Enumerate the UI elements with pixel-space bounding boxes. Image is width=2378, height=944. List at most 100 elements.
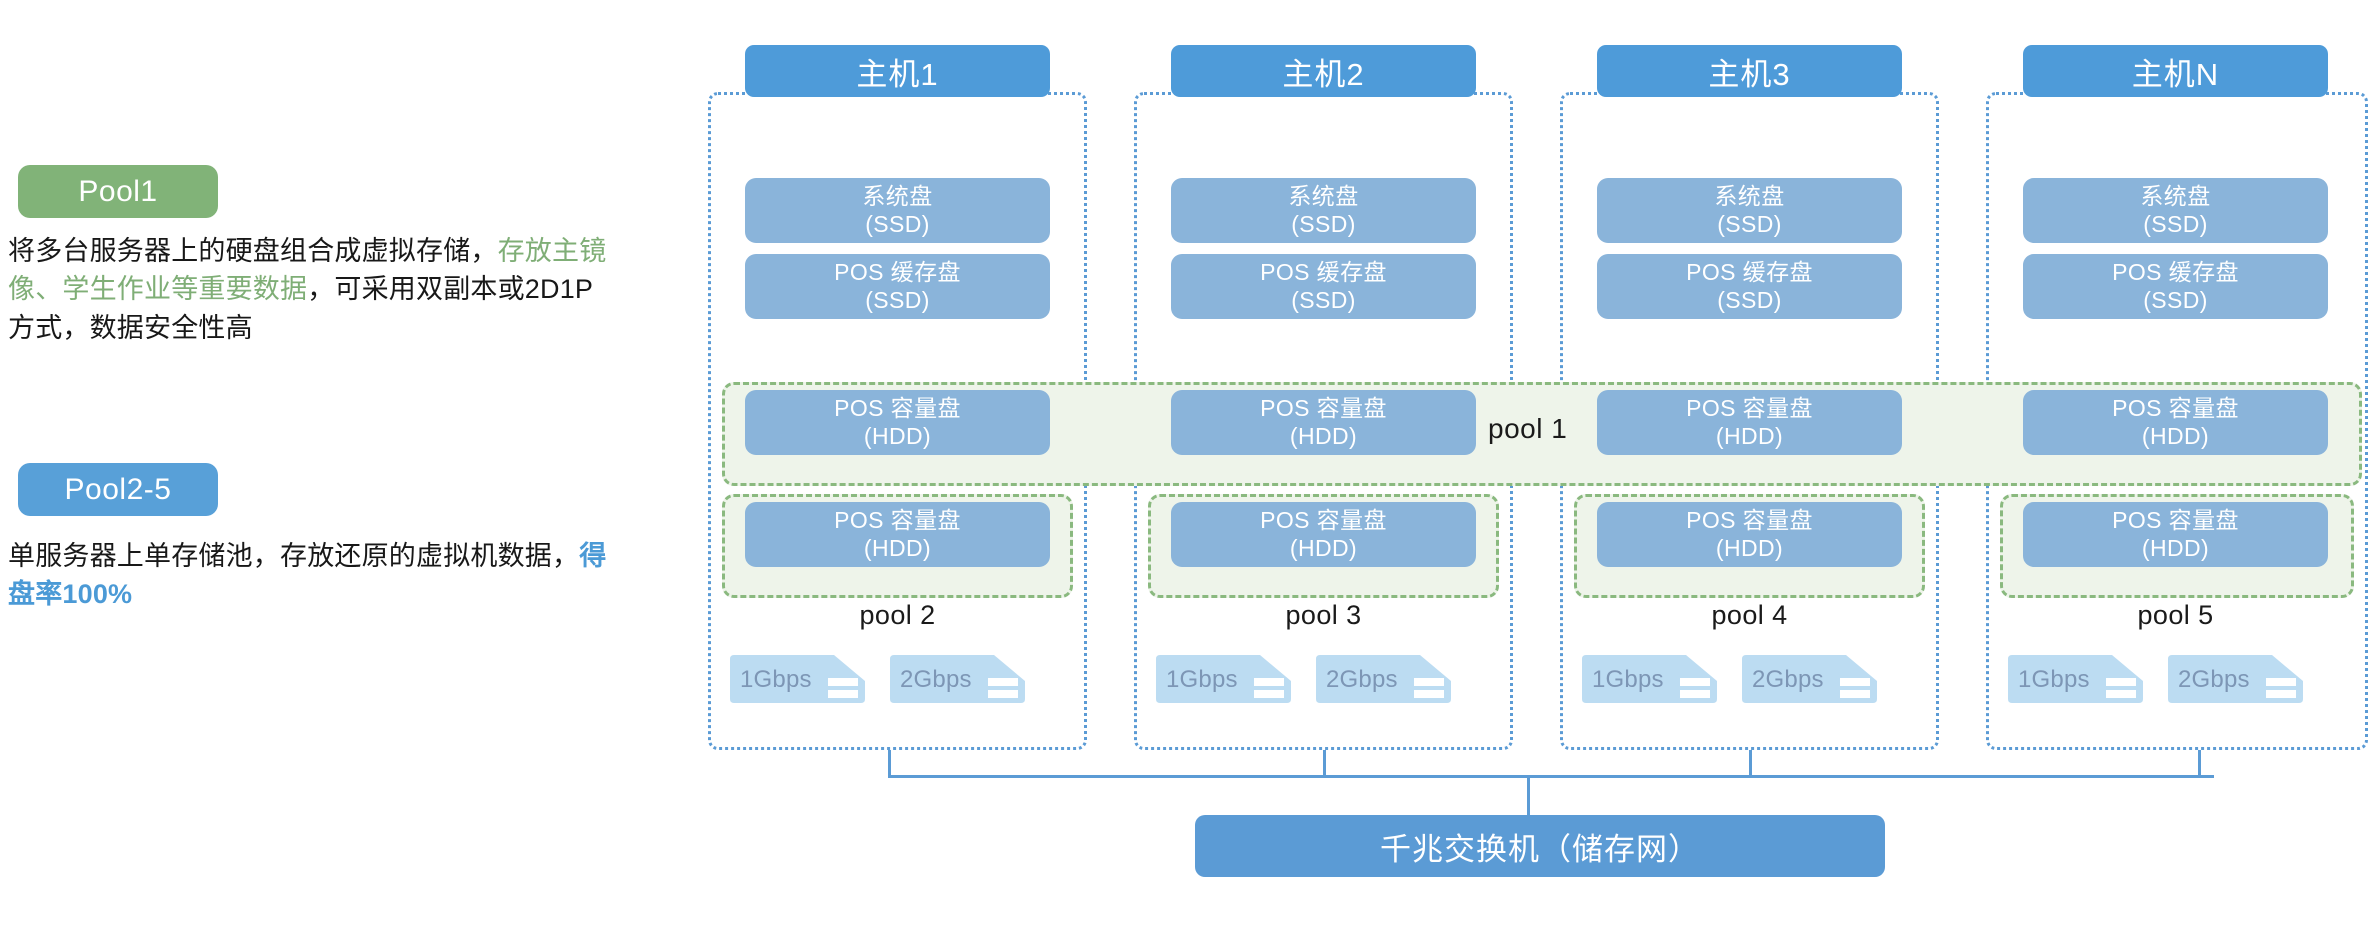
disk-label-line2: (SSD)	[2143, 210, 2208, 237]
host-title-2: 主机2	[1282, 56, 1365, 92]
pool1-badge: Pool1	[18, 165, 218, 218]
host-3-capacity-disk-local[interactable]: POS 容量盘 (HDD)	[1597, 502, 1902, 567]
storage-switch[interactable]: 千兆交换机（储存网）	[1195, 815, 1885, 877]
disk-label-line2: (SSD)	[1717, 286, 1782, 313]
host-3-nic-1[interactable]: 1Gbps	[1582, 655, 1717, 703]
network-card-icon	[890, 655, 1025, 703]
disk-label-line2: (SSD)	[865, 286, 930, 313]
pool-label-host-2: pool 3	[1285, 600, 1362, 630]
host-2-capacity-disk-pool1[interactable]: POS 容量盘 (HDD)	[1171, 390, 1476, 455]
host-4-capacity-disk-pool1[interactable]: POS 容量盘 (HDD)	[2023, 390, 2328, 455]
host-1-bus-drop	[888, 750, 891, 777]
host-1-capacity-disk-pool1[interactable]: POS 容量盘 (HDD)	[745, 390, 1050, 455]
pool1-desc-part2: ，可采用双副本或2D1P方式，数据安全性高	[8, 274, 594, 343]
pool2-5-desc-highlight: 得盘率100%	[8, 541, 607, 610]
disk-label-line2: (SSD)	[865, 210, 930, 237]
pool-label-host-3: pool 4	[1711, 600, 1788, 630]
pool-label-host-4: pool 5	[2137, 600, 2214, 630]
host-1-nic-2[interactable]: 2Gbps	[890, 655, 1025, 703]
disk-label-line1: POS 容量盘	[2112, 506, 2239, 533]
disk-label-line2: (HDD)	[1715, 422, 1784, 449]
host-4-nic-1[interactable]: 1Gbps	[2008, 655, 2143, 703]
disk-label-line2: (SSD)	[2143, 286, 2208, 313]
host-header-3[interactable]: 主机3	[1597, 45, 1902, 97]
host-2-nic-1[interactable]: 1Gbps	[1156, 655, 1291, 703]
host-4-nic-2-label: 2Gbps	[2178, 666, 2250, 693]
host-title-4: 主机N	[2131, 56, 2220, 92]
disk-label-line1: 系统盘	[1288, 182, 1359, 209]
host-3-nic-2[interactable]: 2Gbps	[1742, 655, 1877, 703]
disk-label-line1: POS 容量盘	[2112, 394, 2239, 421]
host-4-capacity-disk-local[interactable]: POS 容量盘 (HDD)	[2023, 502, 2328, 567]
host-3-nic-1-label: 1Gbps	[1592, 666, 1664, 693]
pool2-5-badge: Pool2-5	[18, 463, 218, 516]
network-card-icon	[730, 655, 865, 703]
network-card-icon	[2168, 655, 2303, 703]
disk-label-line1: 系统盘	[862, 182, 933, 209]
pool1-badge-label: Pool1	[78, 174, 158, 208]
host-1-capacity-disk-local[interactable]: POS 容量盘 (HDD)	[745, 502, 1050, 567]
pool2-5-description: 单服务器上单存储池，存放还原的虚拟机数据，得盘率100%	[8, 537, 618, 614]
disk-label-line2: (HDD)	[2141, 422, 2210, 449]
disk-label-line1: POS 缓存盘	[1686, 258, 1813, 285]
host-3-cache-disk[interactable]: POS 缓存盘 (SSD)	[1597, 254, 1902, 319]
host-header-4[interactable]: 主机N	[2023, 45, 2328, 97]
host-1-system-disk[interactable]: 系统盘 (SSD)	[745, 178, 1050, 243]
pool-label-host-1: pool 2	[859, 600, 936, 630]
disk-label-line2: (SSD)	[1717, 210, 1782, 237]
disk-label-line1: POS 容量盘	[1686, 394, 1813, 421]
host-header-1[interactable]: 主机1	[745, 45, 1050, 97]
host-2-cache-disk[interactable]: POS 缓存盘 (SSD)	[1171, 254, 1476, 319]
host-4-system-disk[interactable]: 系统盘 (SSD)	[2023, 178, 2328, 243]
disk-label-line1: POS 缓存盘	[834, 258, 961, 285]
disk-label-line1: 系统盘	[1714, 182, 1785, 209]
disk-label-line2: (HDD)	[1289, 534, 1358, 561]
disk-label-line1: POS 缓存盘	[1260, 258, 1387, 285]
host-3-bus-drop	[1749, 750, 1752, 777]
disk-label-line1: POS 容量盘	[834, 506, 961, 533]
host-title-1: 主机1	[856, 56, 939, 92]
host-2-bus-drop	[1323, 750, 1326, 777]
pool1-description: 将多台服务器上的硬盘组合成虚拟存储，存放主镜像、学生作业等重要数据，可采用双副本…	[8, 232, 618, 347]
pool1-band-label: pool 1	[1488, 413, 1568, 444]
host-header-2[interactable]: 主机2	[1171, 45, 1476, 97]
disk-label-line1: POS 容量盘	[834, 394, 961, 421]
disk-label-line2: (HDD)	[1289, 422, 1358, 449]
disk-label-line2: (SSD)	[1291, 286, 1356, 313]
host-title-3: 主机3	[1708, 56, 1791, 92]
network-card-icon	[2008, 655, 2143, 703]
switch-connector	[1527, 775, 1530, 817]
host-2-capacity-disk-local[interactable]: POS 容量盘 (HDD)	[1171, 502, 1476, 567]
storage-network-bus	[888, 775, 2214, 778]
host-4-nic-2[interactable]: 2Gbps	[2168, 655, 2303, 703]
disk-label-line1: POS 容量盘	[1260, 506, 1387, 533]
disk-label-line2: (HDD)	[2141, 534, 2210, 561]
disk-label-line1: POS 容量盘	[1686, 506, 1813, 533]
disk-label-line2: (HDD)	[863, 422, 932, 449]
disk-label-line2: (HDD)	[863, 534, 932, 561]
pool1-desc-part1: 将多台服务器上的硬盘组合成虚拟存储，	[8, 236, 498, 266]
host-3-capacity-disk-pool1[interactable]: POS 容量盘 (HDD)	[1597, 390, 1902, 455]
pool1-desc-highlight: 存放主镜像、学生作业等重要数据	[8, 236, 607, 305]
disk-label-line1: 系统盘	[2140, 182, 2211, 209]
host-1-nic-1-label: 1Gbps	[740, 666, 812, 693]
host-3-system-disk[interactable]: 系统盘 (SSD)	[1597, 178, 1902, 243]
network-card-icon	[1582, 655, 1717, 703]
host-4-bus-drop	[2198, 750, 2201, 777]
host-4-cache-disk[interactable]: POS 缓存盘 (SSD)	[2023, 254, 2328, 319]
pool2-5-badge-label: Pool2-5	[64, 472, 172, 506]
host-4-nic-1-label: 1Gbps	[2018, 666, 2090, 693]
disk-label-line2: (SSD)	[1291, 210, 1356, 237]
network-card-icon	[1316, 655, 1451, 703]
host-2-nic-1-label: 1Gbps	[1166, 666, 1238, 693]
host-1-cache-disk[interactable]: POS 缓存盘 (SSD)	[745, 254, 1050, 319]
pool2-5-desc-part1: 单服务器上单存储池，存放还原的虚拟机数据，	[8, 541, 580, 571]
host-1-nic-1[interactable]: 1Gbps	[730, 655, 865, 703]
host-2-system-disk[interactable]: 系统盘 (SSD)	[1171, 178, 1476, 243]
disk-label-line2: (HDD)	[1715, 534, 1784, 561]
host-2-nic-2[interactable]: 2Gbps	[1316, 655, 1451, 703]
host-3-nic-2-label: 2Gbps	[1752, 666, 1824, 693]
network-card-icon	[1156, 655, 1291, 703]
host-1-nic-2-label: 2Gbps	[900, 666, 972, 693]
